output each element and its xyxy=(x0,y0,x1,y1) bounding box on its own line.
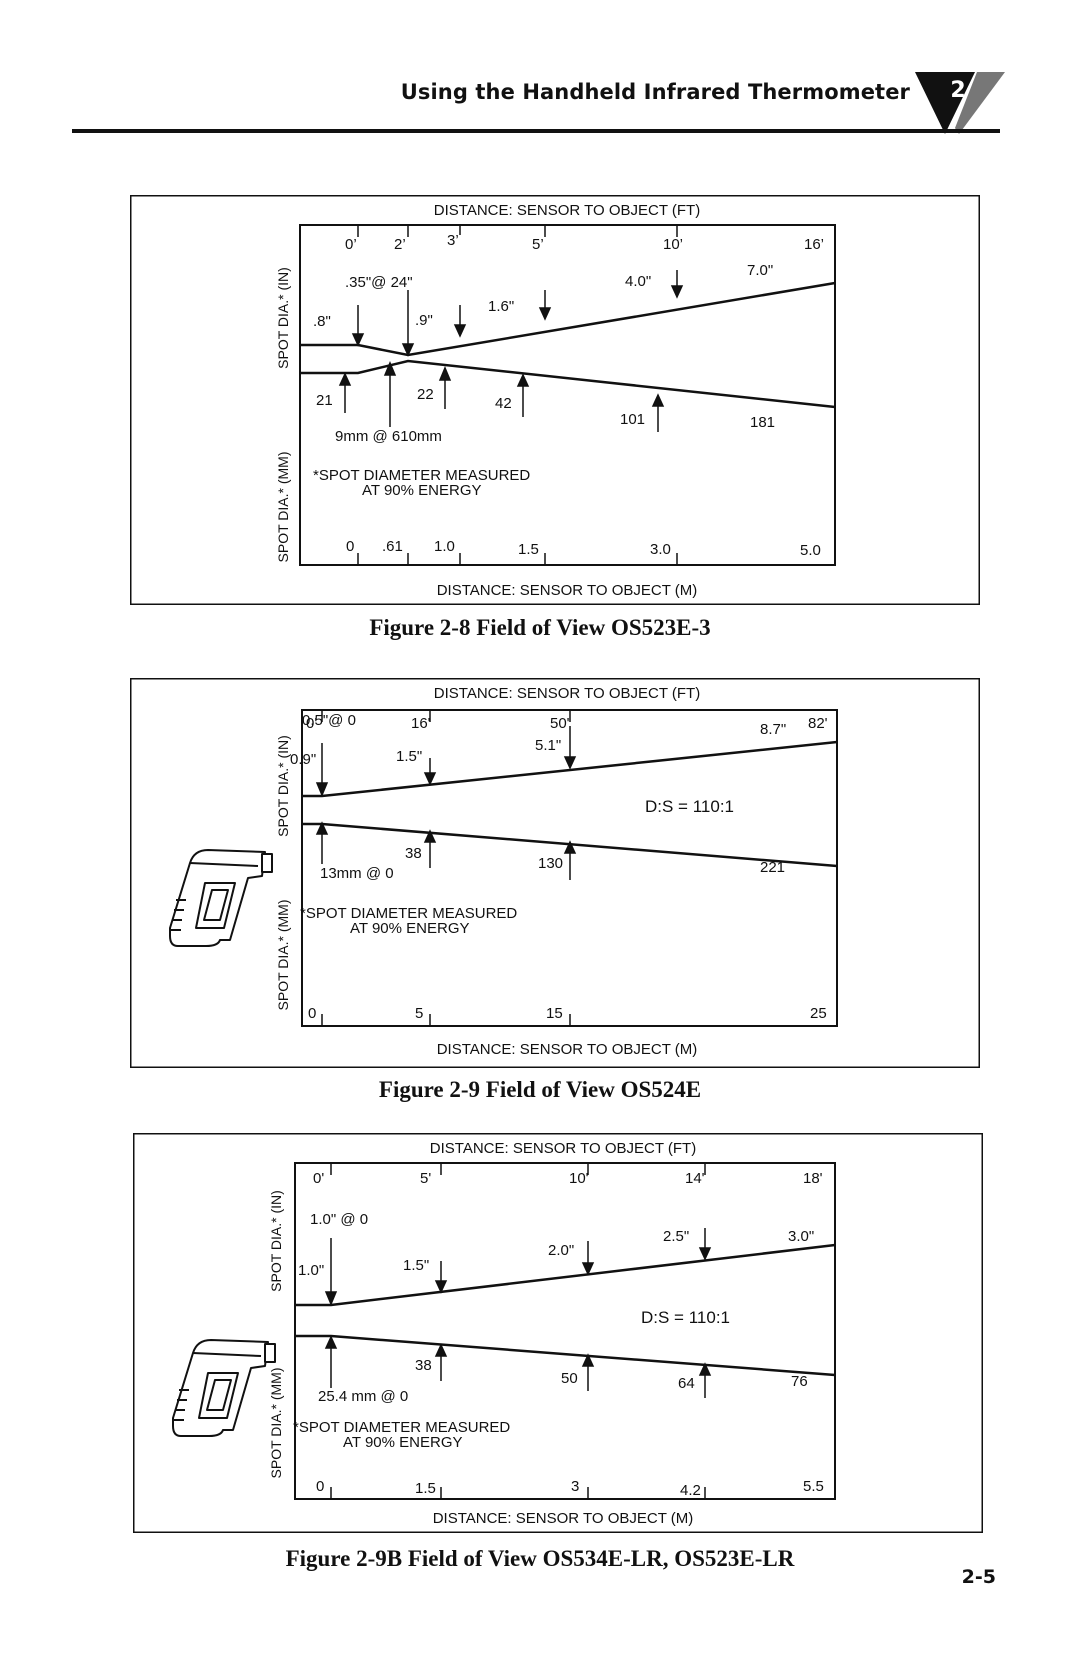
spot-in-value: 0.5"@ 0 xyxy=(302,712,356,729)
spot-mm-value: 13mm @ 0 xyxy=(320,865,394,882)
spot-in-value: 7.0" xyxy=(747,262,773,279)
m-tick: 1.5 xyxy=(518,541,539,558)
figure-caption: Figure 2-9B Field of View OS534E-LR, OS5… xyxy=(285,1546,795,1571)
spot-mm-value: 181 xyxy=(750,414,775,431)
spot-mm-value: 9mm @ 610mm xyxy=(335,428,442,445)
figure-caption: Figure 2-9 Field of View OS524E xyxy=(378,1077,702,1102)
distance-ft-label: DISTANCE: SENSOR TO OBJECT (FT) xyxy=(434,685,700,702)
ft-tick: 10’ xyxy=(663,236,683,253)
spot-in-value: 1.0" @ 0 xyxy=(310,1211,368,1228)
spot-mm-value: 76 xyxy=(791,1373,808,1390)
spot-mm-value: 22 xyxy=(417,386,434,403)
header-rule xyxy=(72,129,1000,133)
ft-tick: 82' xyxy=(808,715,828,732)
m-tick: 3 xyxy=(571,1478,579,1495)
m-tick: 3.0 xyxy=(650,541,671,558)
ft-tick: 50' xyxy=(550,715,570,732)
note-line-2: AT 90% ENERGY xyxy=(350,920,470,937)
spot-mm-value: 50 xyxy=(561,1370,578,1387)
spot-in-value: .9" xyxy=(415,312,433,329)
spot-mm-label: SPOT DIA.* (MM) xyxy=(275,900,291,1011)
header-title: Using the Handheld Infrared Thermometer xyxy=(400,80,910,104)
distance-m-label: DISTANCE: SENSOR TO OBJECT (M) xyxy=(433,1510,694,1527)
spot-mm-value: 101 xyxy=(620,411,645,428)
note-line-2: AT 90% ENERGY xyxy=(343,1434,463,1451)
spot-in-value: 3.0" xyxy=(788,1228,814,1245)
chapter-number: 2 xyxy=(950,78,966,103)
ft-tick: 0’ xyxy=(345,236,357,253)
distance-ft-label: DISTANCE: SENSOR TO OBJECT (FT) xyxy=(430,1140,696,1157)
m-tick: .61 xyxy=(382,538,403,555)
spot-in-value: .8" xyxy=(313,313,331,330)
ft-tick: 0' xyxy=(306,715,317,732)
ratio-label: D:S = 110:1 xyxy=(645,797,734,816)
ft-tick: 14' xyxy=(685,1170,705,1187)
beam-upper-line xyxy=(300,281,836,357)
page-number: 2-5 xyxy=(961,1566,996,1588)
m-tick: 5.0 xyxy=(800,542,821,559)
figure-2-9b: DISTANCE: SENSOR TO OBJECT (FT) DISTANCE… xyxy=(133,1133,983,1533)
ft-tick: 5’ xyxy=(532,236,544,253)
m-tick: 5.5 xyxy=(803,1478,824,1495)
spot-in-value: 1.5" xyxy=(396,748,422,765)
spot-in-value: 1.5" xyxy=(403,1257,429,1274)
m-tick: 4.2 xyxy=(680,1482,701,1499)
m-tick: 15 xyxy=(546,1005,563,1022)
spot-in-value: 5.1" xyxy=(535,737,561,754)
ft-tick: 5' xyxy=(420,1170,431,1187)
spot-in-value: 0.9" xyxy=(290,751,316,768)
m-tick: 5 xyxy=(415,1005,423,1022)
spot-in-value: 2.5" xyxy=(663,1228,689,1245)
ft-tick: 3’ xyxy=(447,232,459,249)
ft-tick: 10' xyxy=(569,1170,589,1187)
spot-mm-value: 64 xyxy=(678,1375,695,1392)
spot-in-value: 4.0" xyxy=(625,273,651,290)
note-line-2: AT 90% ENERGY xyxy=(362,482,482,499)
m-tick: 1.0 xyxy=(434,538,455,555)
ft-tick: 16' xyxy=(411,715,431,732)
spot-in-label: SPOT DIA.* (IN) xyxy=(268,1190,284,1292)
spot-mm-label: SPOT DIA.* (MM) xyxy=(275,452,291,563)
note-line-1: *SPOT DIAMETER MEASURED xyxy=(300,905,517,922)
spot-in-value: .35"@ 24" xyxy=(345,274,413,291)
beam-lower-line xyxy=(300,359,836,409)
ft-tick: 2’ xyxy=(394,236,406,253)
spot-mm-value: 25.4 mm @ 0 xyxy=(318,1388,408,1405)
spot-mm-label: SPOT DIA.* (MM) xyxy=(268,1368,284,1479)
spot-mm-value: 42 xyxy=(495,395,512,412)
thermometer-icon xyxy=(172,1339,276,1437)
spot-mm-value: 21 xyxy=(316,392,333,409)
note-line-1: *SPOT DIAMETER MEASURED xyxy=(293,1419,510,1436)
ft-tick: 0' xyxy=(313,1170,324,1187)
distance-m-label: DISTANCE: SENSOR TO OBJECT (M) xyxy=(437,1041,698,1058)
spot-mm-value: 38 xyxy=(405,845,422,862)
spot-in-label: SPOT DIA.* (IN) xyxy=(275,735,291,837)
m-tick: 0 xyxy=(308,1005,316,1022)
ft-tick: 16’ xyxy=(804,236,824,253)
note-line-1: *SPOT DIAMETER MEASURED xyxy=(313,467,530,484)
ft-tick: 18' xyxy=(803,1170,823,1187)
distance-m-label: DISTANCE: SENSOR TO OBJECT (M) xyxy=(437,582,698,599)
distance-ft-label: DISTANCE: SENSOR TO OBJECT (FT) xyxy=(434,202,700,219)
figure-2-8: DISTANCE: SENSOR TO OBJECT (FT) DISTANCE… xyxy=(130,195,980,605)
spot-mm-value: 130 xyxy=(538,855,563,872)
spot-mm-value: 221 xyxy=(760,859,785,876)
thermometer-icon xyxy=(169,849,273,947)
spot-in-value: 1.0" xyxy=(298,1262,324,1279)
ratio-label: D:S = 110:1 xyxy=(641,1308,730,1327)
figure-caption: Figure 2-8 Field of View OS523E-3 xyxy=(369,615,711,640)
m-tick: 1.5 xyxy=(415,1480,436,1497)
m-tick: 0 xyxy=(346,538,354,555)
spot-mm-value: 38 xyxy=(415,1357,432,1374)
chapter-tab-icon xyxy=(915,72,1005,134)
spot-in-value: 8.7" xyxy=(760,721,786,738)
figure-2-9: DISTANCE: SENSOR TO OBJECT (FT) DISTANCE… xyxy=(130,678,980,1068)
m-tick: 0 xyxy=(316,1478,324,1495)
spot-in-value: 2.0" xyxy=(548,1242,574,1259)
m-tick: 25 xyxy=(810,1005,827,1022)
spot-in-value: 1.6" xyxy=(488,298,514,315)
spot-in-label: SPOT DIA.* (IN) xyxy=(275,267,291,369)
